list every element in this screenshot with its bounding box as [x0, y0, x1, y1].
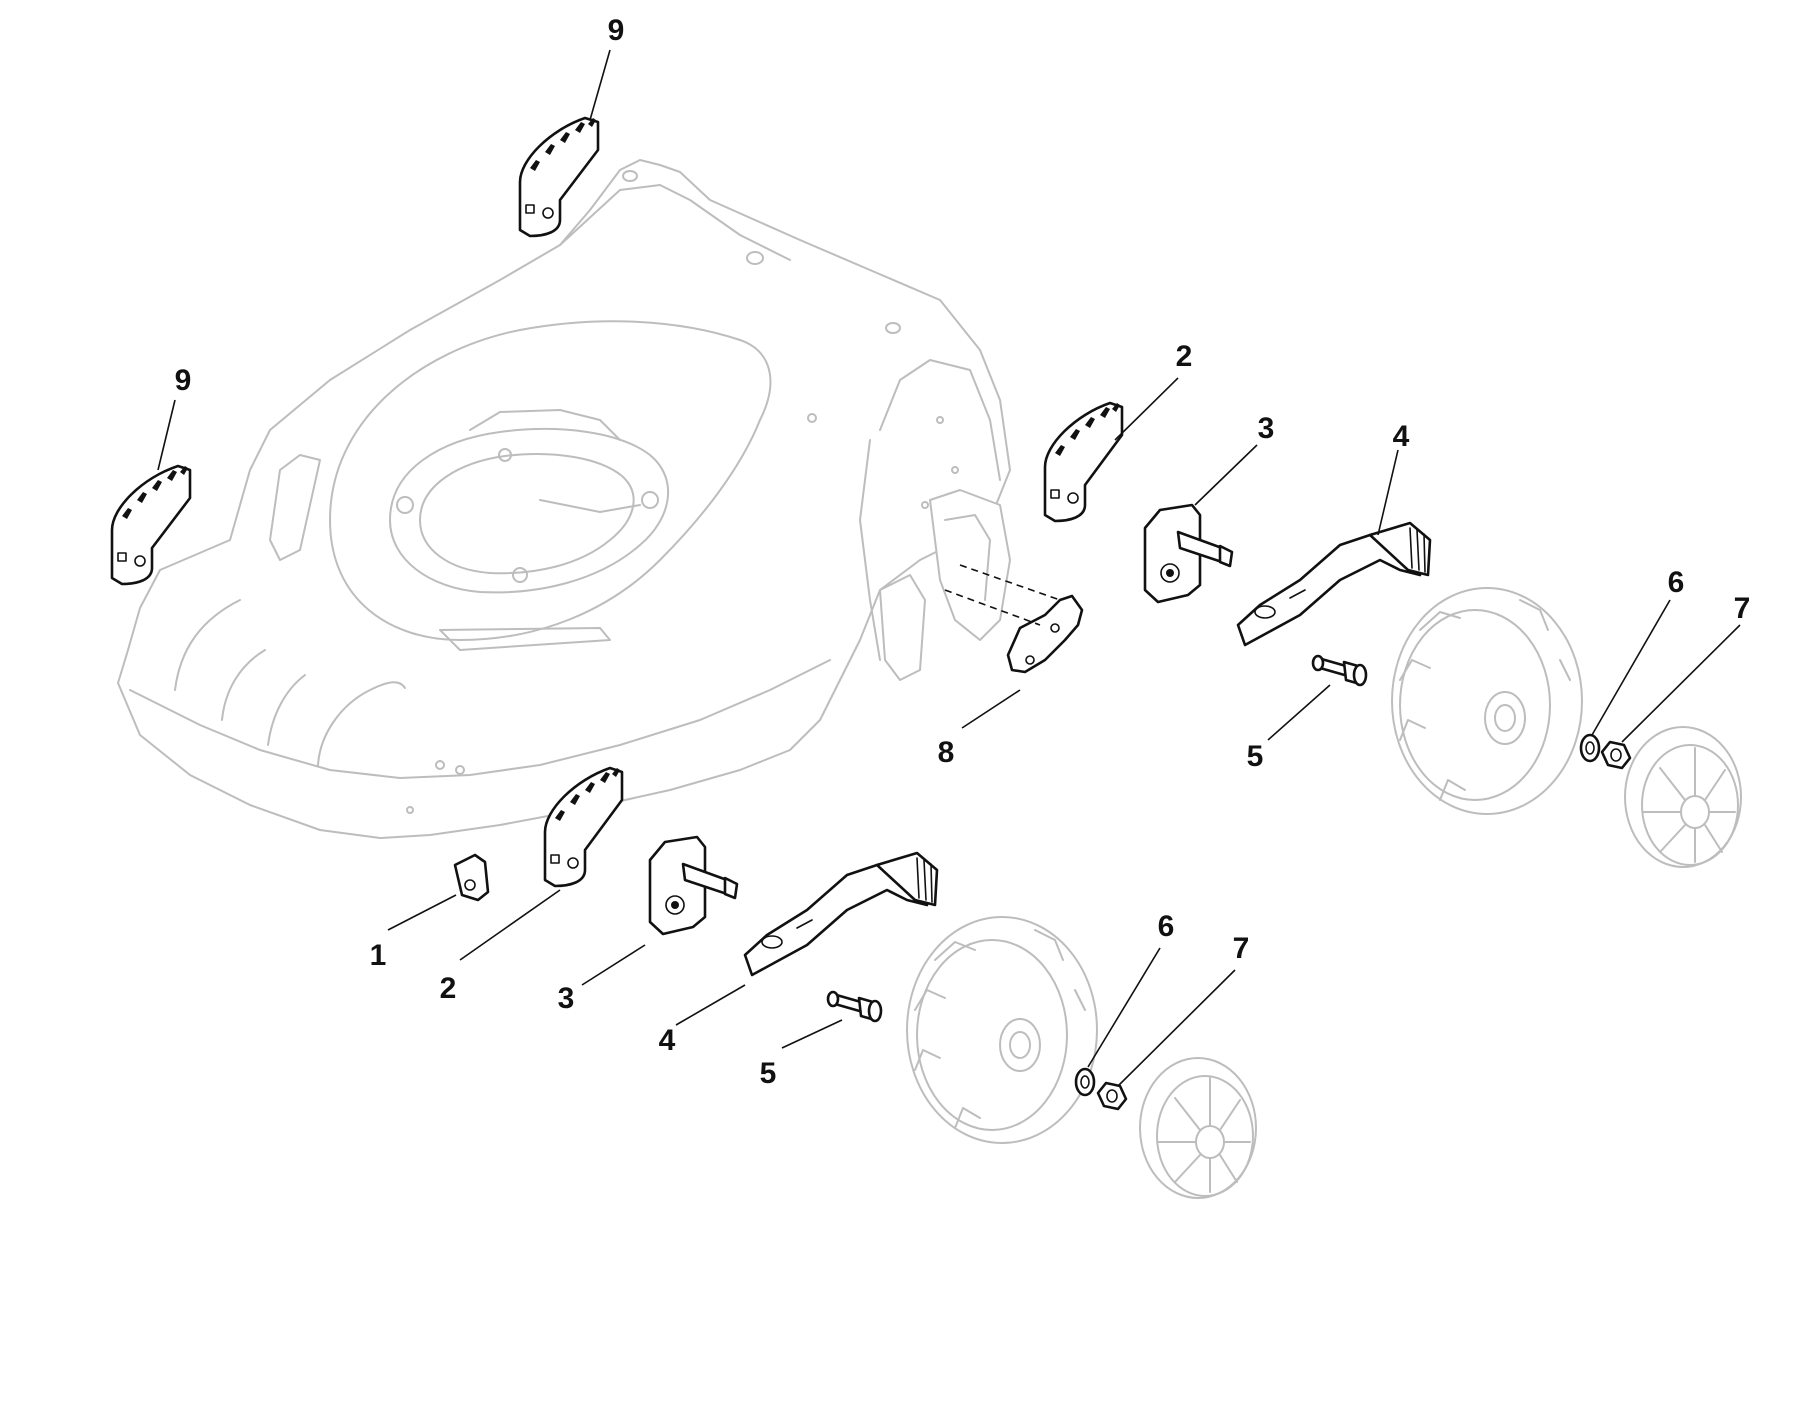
callout-2-right: 2: [1176, 340, 1193, 373]
callout-1: 1: [370, 939, 387, 972]
callout-5-left: 5: [760, 1057, 777, 1090]
callout-9-left: 9: [175, 364, 192, 397]
mower-deck: [117, 159, 1011, 839]
height-adjust-plate-part-2-left: [543, 766, 624, 888]
leader-9-top: [589, 49, 611, 121]
front-wheel: [906, 916, 1098, 1144]
height-adjust-plate-part-2-right: [1043, 401, 1124, 523]
bracket-plate-part-8: [944, 564, 1084, 674]
leader-8: [961, 689, 1021, 729]
leader-1: [387, 894, 457, 931]
callout-2-left: 2: [440, 972, 457, 1005]
shoulder-bolt-part-5-left: [826, 990, 883, 1023]
nut-part-7-left: [1096, 1081, 1128, 1111]
rear-wheel: [1391, 587, 1583, 815]
washer-part-6-right: [1579, 733, 1601, 763]
callout-4-right: 4: [1393, 420, 1410, 453]
leader-6-left: [1087, 947, 1161, 1068]
height-adjust-plate-part-9-top: [518, 116, 600, 238]
shoulder-bolt-part-5-right: [1311, 654, 1368, 687]
leader-3-left: [581, 944, 646, 986]
callout-6-right: 6: [1668, 566, 1685, 599]
callout-9-top: 9: [608, 14, 625, 47]
callout-3-left: 3: [558, 982, 575, 1015]
leader-7-right: [1621, 624, 1741, 743]
callout-6-left: 6: [1158, 910, 1175, 943]
callout-7-left: 7: [1233, 932, 1250, 965]
height-lever-part-4-right: [1236, 521, 1432, 647]
callout-4-left: 4: [659, 1024, 676, 1057]
callout-5-right: 5: [1247, 740, 1264, 773]
leader-2-right: [1114, 377, 1179, 441]
callout-8: 8: [938, 736, 955, 769]
leader-9-left: [157, 399, 176, 471]
axle-bracket-part-3-right: [1143, 503, 1234, 604]
rear-hub-cap: [1624, 726, 1742, 868]
leader-4-left: [675, 984, 746, 1026]
height-adjust-plate-part-9-left: [110, 464, 192, 586]
leader-5-right: [1267, 684, 1331, 741]
callout-7-right: 7: [1734, 592, 1751, 625]
leader-5-left: [781, 1019, 843, 1049]
leader-6-right: [1591, 599, 1671, 736]
leader-lines: [157, 49, 1741, 1087]
nut-part-7-right: [1600, 740, 1632, 770]
callout-labels: 9 9 2 3 4 6 7 8 5 1 2 3 4 5 6 7: [175, 14, 1751, 1090]
clip-part-1: [453, 853, 490, 902]
axle-bracket-part-3-left: [648, 835, 739, 936]
leader-4-right: [1377, 449, 1399, 536]
leader-7-left: [1117, 969, 1236, 1087]
leader-2-left: [459, 889, 561, 961]
front-hub-cap: [1139, 1057, 1257, 1199]
callout-3-right: 3: [1258, 412, 1275, 445]
leader-3-right: [1194, 444, 1258, 506]
height-lever-part-4-left: [743, 851, 939, 977]
washer-part-6-left: [1074, 1067, 1096, 1097]
